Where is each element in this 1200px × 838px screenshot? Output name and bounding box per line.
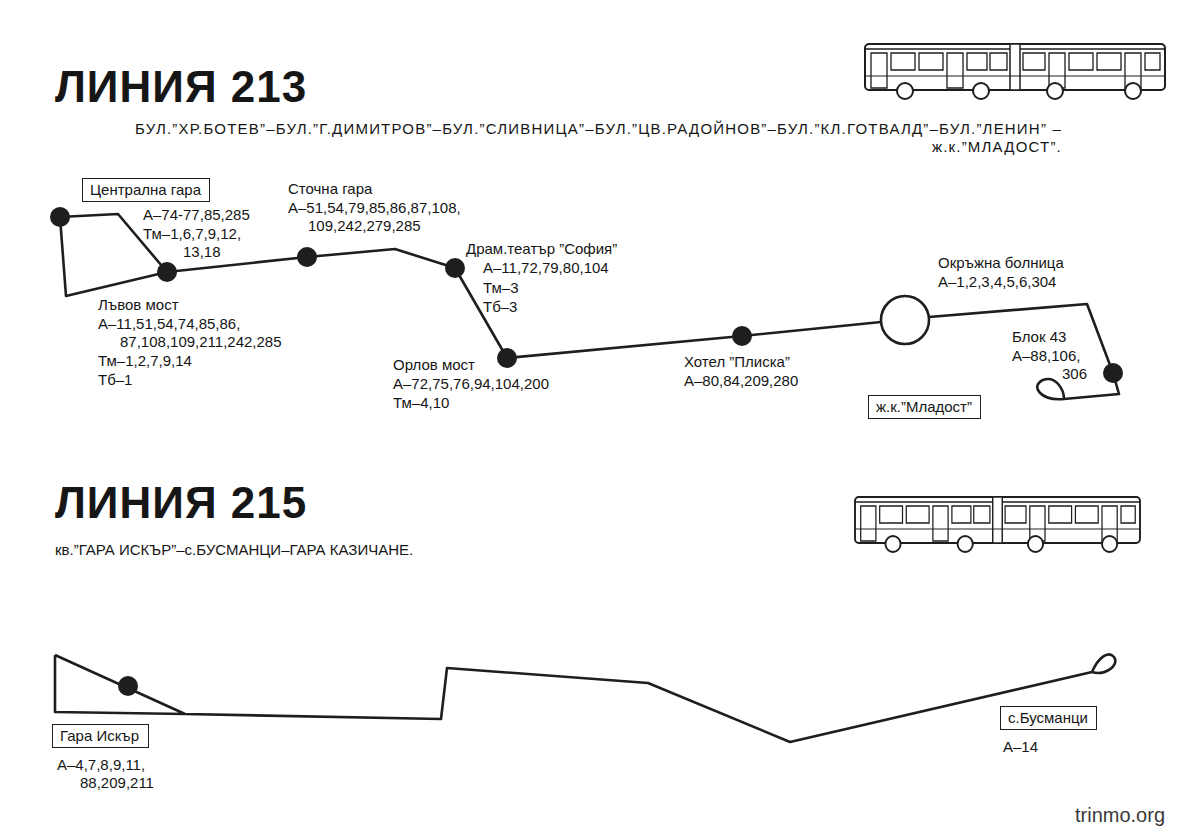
route-line bbox=[929, 304, 1119, 399]
route-numbers: А–72,75,76,94,104,200 bbox=[393, 375, 549, 393]
route-numbers: Тм–3 bbox=[483, 279, 519, 297]
stop-name: Сточна гара bbox=[288, 180, 372, 198]
stop-name: Орлов мост bbox=[393, 356, 475, 374]
line-title: ЛИНИЯ 213 bbox=[55, 62, 307, 112]
stop-name: Окръжна болница bbox=[938, 254, 1064, 272]
stop-dot bbox=[157, 262, 177, 282]
stop-name: Лъвов мост bbox=[98, 296, 179, 314]
stop-dot bbox=[445, 258, 465, 278]
route-numbers: А–74-77,85,285 bbox=[143, 206, 250, 224]
route-line bbox=[55, 214, 1119, 742]
route-numbers: А–80,84,209,280 bbox=[684, 372, 798, 390]
stop-box: Гара Искър bbox=[52, 724, 149, 748]
stop-box: ж.к.”Младост” bbox=[868, 395, 981, 419]
route-description: БУЛ.”ХР.БОТЕВ”–БУЛ.”Г.ДИМИТРОВ”–БУЛ.”СЛИ… bbox=[55, 120, 1062, 156]
stop-name: Драм.театър ”София” bbox=[466, 240, 617, 258]
stop-dot bbox=[1103, 363, 1123, 383]
stop-box: с.Бусманци bbox=[1000, 706, 1097, 730]
stop-name: Хотел ”Плиска” bbox=[684, 353, 790, 371]
route-description: кв.”ГАРА ИСКЪР”–с.БУСМАНЦИ–ГАРА КАЗИЧАНЕ… bbox=[55, 541, 413, 559]
stop-dot bbox=[118, 676, 138, 696]
route-numbers: Тб–3 bbox=[483, 298, 517, 316]
stop-name: Блок 43 bbox=[1012, 328, 1066, 346]
stop-dot bbox=[297, 247, 317, 267]
stop-name: Централна гара bbox=[90, 180, 202, 200]
route-line bbox=[55, 654, 1115, 742]
stop-box: Централна гара bbox=[82, 178, 210, 202]
stop-name: Гара Искър bbox=[60, 726, 141, 746]
route-numbers: А–4,7,8,9,11, 88,209,211 bbox=[57, 756, 157, 792]
route-numbers: А–11,51,54,74,85,86, 87,108,109,211,242,… bbox=[98, 315, 285, 351]
stop-name: ж.к.”Младост” bbox=[876, 397, 973, 417]
route-numbers: Тм–1,6,7,9,12, 13,18 bbox=[143, 225, 245, 261]
stop-dot bbox=[732, 326, 752, 346]
route-numbers: А–88,106, 306 bbox=[1012, 347, 1091, 383]
stop-dot bbox=[50, 207, 70, 227]
line-title: ЛИНИЯ 215 bbox=[55, 478, 307, 528]
route-numbers: Тм–1,2,7,9,14 bbox=[98, 352, 192, 370]
watermark: trinmo.org bbox=[1075, 806, 1165, 824]
route-numbers: А–1,2,3,4,5,6,304 bbox=[938, 273, 1056, 291]
stop-dots bbox=[50, 207, 1123, 696]
route-numbers: Тм–4,10 bbox=[393, 394, 449, 412]
route-numbers: А–14 bbox=[1003, 738, 1038, 756]
stop-dot bbox=[497, 348, 517, 368]
route-numbers: А–11,72,79,80,104 bbox=[483, 259, 609, 277]
stop-name: с.Бусманци bbox=[1008, 708, 1089, 728]
route-line bbox=[60, 214, 881, 358]
route-numbers: А–51,54,79,85,86,87,108, 109,242,279,285 bbox=[288, 199, 464, 235]
bus-icon bbox=[855, 497, 1140, 552]
bus-icon bbox=[865, 44, 1165, 99]
route-numbers: Тб–1 bbox=[98, 371, 132, 389]
roundabout bbox=[881, 296, 929, 344]
